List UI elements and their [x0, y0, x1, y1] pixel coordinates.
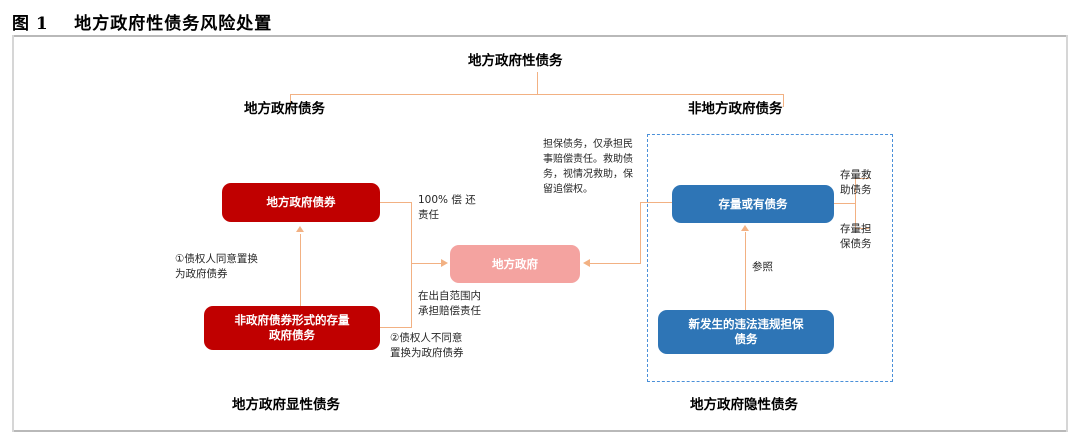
footer-implicit-debt: 地方政府隐性债务 — [690, 397, 798, 413]
arrow-up-to-contingent — [741, 225, 749, 231]
root-label: 地方政府性债务 — [468, 53, 563, 69]
note-option-two: ②债权人不同意 置换为政府债券 — [390, 332, 464, 360]
box-stock-contingent-debt[interactable]: 存量或有债务 — [672, 185, 834, 223]
label-stock-guarantee-debt: 存量担 保债务 — [840, 223, 872, 251]
contingent-right-bracket — [855, 178, 857, 229]
guarantee-branch-line — [855, 228, 869, 230]
box-local-gov-bond[interactable]: 地方政府债券 — [222, 183, 380, 222]
figure-title: 地方政府性债务风险处置 — [74, 13, 273, 34]
right-branch-label: 非地方政府债务 — [688, 101, 783, 117]
frame-right-edge — [1066, 35, 1068, 432]
footer-explicit-debt: 地方政府显性债务 — [232, 397, 340, 413]
left-branch-label: 地方政府债务 — [244, 101, 325, 117]
bottom-divider — [12, 430, 1068, 432]
arrow-into-local-government-left — [441, 259, 448, 267]
contingent-to-gov-vertical — [640, 203, 642, 264]
rescue-branch-line — [855, 178, 869, 180]
contingent-right-stem — [834, 203, 856, 205]
stock-debt-out-line — [380, 327, 412, 329]
replacement-arrow-line — [300, 234, 302, 306]
figure-number: 图 1 — [12, 13, 49, 34]
root-stem — [537, 72, 539, 95]
note-option-one: ①债权人同意置换 为政府债券 — [175, 253, 258, 281]
note-reference: 参照 — [752, 261, 773, 273]
contingent-out-line — [640, 202, 672, 204]
contingent-to-gov-line — [589, 263, 641, 265]
note-guarantee: 担保债务，仅承担民 事赔偿责任。救助债 务，视情况救助，保 留追偿权。 — [543, 139, 633, 195]
box-new-illegal-guarantee-debt[interactable]: 新发生的违法违规担保 债务 — [658, 310, 834, 354]
arrow-into-local-government-right — [583, 259, 590, 267]
right-branch-drop — [783, 94, 785, 107]
reference-arrow-line — [745, 232, 747, 310]
title-divider — [12, 35, 1068, 37]
frame-left-edge — [12, 35, 14, 432]
bond-out-line — [380, 202, 412, 204]
bracket-upper-vertical — [411, 202, 413, 263]
root-spread — [290, 94, 784, 96]
implicit-debt-region — [647, 134, 893, 382]
left-branch-drop — [290, 94, 292, 107]
note-compensation-scope: 在出自范围内 承担赔偿责任 — [418, 290, 481, 318]
figure-title-bar: 图 1 地方政府性债务风险处置 — [12, 6, 1068, 36]
box-non-bond-stock-debt[interactable]: 非政府债券形式的存量 政府债务 — [204, 306, 380, 350]
arrow-up-to-bond — [296, 226, 304, 232]
bracket-into-gov — [411, 263, 442, 265]
bracket-lower-vertical — [411, 264, 413, 328]
label-stock-rescue-debt: 存量救 助债务 — [840, 169, 872, 197]
box-local-government[interactable]: 地方政府 — [450, 245, 580, 283]
note-full-repayment: 100% 偿 还 责任 — [418, 194, 476, 222]
